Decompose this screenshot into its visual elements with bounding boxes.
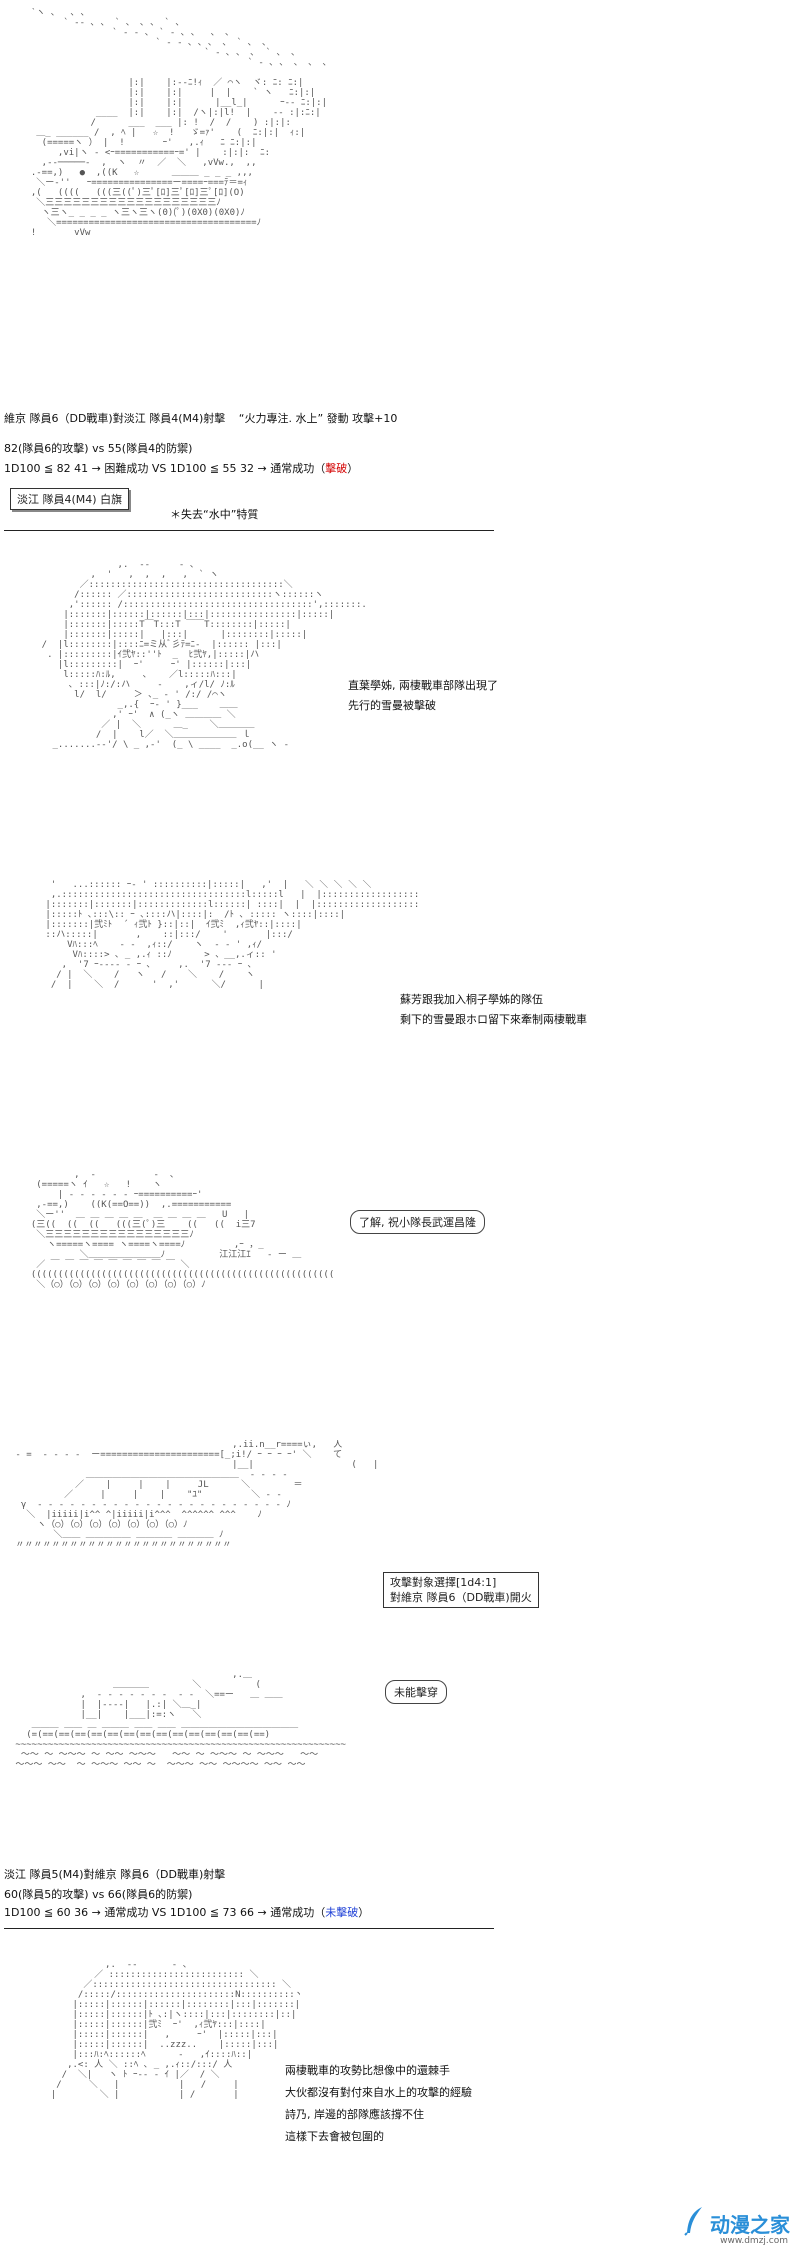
ascii-art-amphibious-tank: ,.ii.n__r====ぃ, 人 - = ‐ ‐ ‐ ‐ ー=========…	[15, 1440, 379, 1550]
roll-text-end: ）	[358, 1906, 370, 1919]
target-roll-text: 攻擊對象選擇[1d4:1]	[390, 1576, 497, 1589]
white-flag-box: 淡江 隊員4(M4) 白旗	[10, 488, 130, 510]
attack-vs-line: 60(隊員5的攻擊) vs 66(隊員6的防禦)	[4, 1888, 193, 1901]
roll-text: 1D100 ≦ 60 36 → 通常成功 VS 1D100 ≦ 73 66 → …	[4, 1906, 326, 1919]
speech-bubble: 了解, 祝小隊長武運昌隆	[350, 1210, 485, 1234]
ascii-art-sherman-tank: , ‐ ￣￣ ￣ ￣ ‐ 、 (=====ヽ ｲ ☆ ! ヽ | ‐ ‐ ‐ ‐…	[30, 1170, 335, 1290]
caption-line: 詩乃, 岸邊的部隊應該撐不住	[285, 2108, 424, 2121]
ascii-art-tank-firing: `ヽ 、 ､ 、 ` ‐- ､ 、 ` 、 ､ 、 ` 、 ` ‐ - 、 ` …	[30, 8, 332, 238]
divider	[4, 1928, 494, 1929]
caption-line: 兩棲戰車的攻勢比想像中的還棘手	[285, 2064, 450, 2077]
caption-block: 蘇芳跟我加入桐子學姊的隊伍 剩下的雪曼跟ホロ留下來牽制兩棲戰車	[400, 990, 587, 1030]
watermark-name: 动漫之家	[710, 2212, 790, 2237]
ascii-art-two-girls: ' ...:::::: ｰ‐ ' ::::::::::|:::::| ,' | …	[45, 880, 420, 990]
caption-block: 兩棲戰車的攻勢比想像中的還棘手 大伙都沒有對付來自水上的攻擊的經驗 詩乃, 岸邊…	[285, 2060, 472, 2148]
divider	[4, 530, 494, 531]
attack-vs-line: 82(隊員6的攻擊) vs 55(隊員4的防禦)	[4, 442, 193, 455]
watermark-url: www.dmzj.com	[720, 2236, 788, 2246]
lost-trait-note: ＊失去“水中”特質	[170, 508, 259, 521]
caption-line: 大伙都沒有對付來自水上的攻擊的經驗	[285, 2086, 472, 2099]
attack-line: 淡江 隊員5(M4)對維京 隊員6（DD戰車)射擊	[4, 1868, 226, 1881]
caption-line: 剩下的雪曼跟ホロ留下來牽制兩棲戰車	[400, 1013, 587, 1026]
caption-line: 這樣下去會被包圍的	[285, 2130, 384, 2143]
roll-result-line: 1D100 ≦ 82 41 → 困難成功 VS 1D100 ≦ 55 32 → …	[4, 462, 358, 476]
result-not-destroyed: 未擊破	[325, 1906, 359, 1919]
caption-block: 直葉學姊, 兩棲戰車部隊出現了 先行的雪曼被擊破	[348, 676, 498, 716]
ascii-art-girl-helmet: ,. -‐ ￣￣ ‐ 、 , ' , , , , ` ヽ ／::::::::::…	[41, 560, 367, 750]
target-selection-frame: 攻擊對象選擇[1d4:1] 對維京 隊員6（DD戰車)開火	[383, 1572, 539, 1608]
attack-line: 維京 隊員6（DD戰車)對淡江 隊員4(M4)射擊 “火力專注. 水上” 發動 …	[4, 412, 397, 426]
caption-line: 蘇芳跟我加入桐子學姊的隊伍	[400, 993, 543, 1006]
ascii-art-tank-in-water: ,.＿ ＿＿＿＿ ＼ ( , ‐ ‐ ‐ ‐ ‐ ‐ ‐ ‐ ‐ ＼==ー ＿ …	[15, 1670, 346, 1770]
speech-bubble: 未能擊穿	[385, 1680, 447, 1704]
ascii-art-girl-portrait: ,. -‐ ￣ ￣ ‐ 、 ／ ::::::::::::::::::::::::…	[50, 1960, 300, 2100]
attack-line-text: 維京 隊員6（DD戰車)對淡江 隊員4(M4)射擊	[4, 412, 226, 425]
target-fire-text: 對維京 隊員6（DD戰車)開火	[390, 1591, 532, 1604]
quill-logo-icon	[684, 2206, 706, 2240]
caption-line: 先行的雪曼被擊破	[348, 699, 436, 712]
skill-activation-text: “火力專注. 水上” 發動 攻擊+10	[238, 412, 398, 425]
watermark: 动漫之家	[684, 2206, 790, 2240]
roll-result-line: 1D100 ≦ 60 36 → 通常成功 VS 1D100 ≦ 73 66 → …	[4, 1906, 369, 1920]
caption-line: 直葉學姊, 兩棲戰車部隊出現了	[348, 679, 498, 692]
result-destroyed: 擊破	[325, 462, 348, 475]
roll-text: 1D100 ≦ 82 41 → 困難成功 VS 1D100 ≦ 55 32 → …	[4, 462, 326, 475]
roll-text-end: ）	[347, 462, 359, 475]
